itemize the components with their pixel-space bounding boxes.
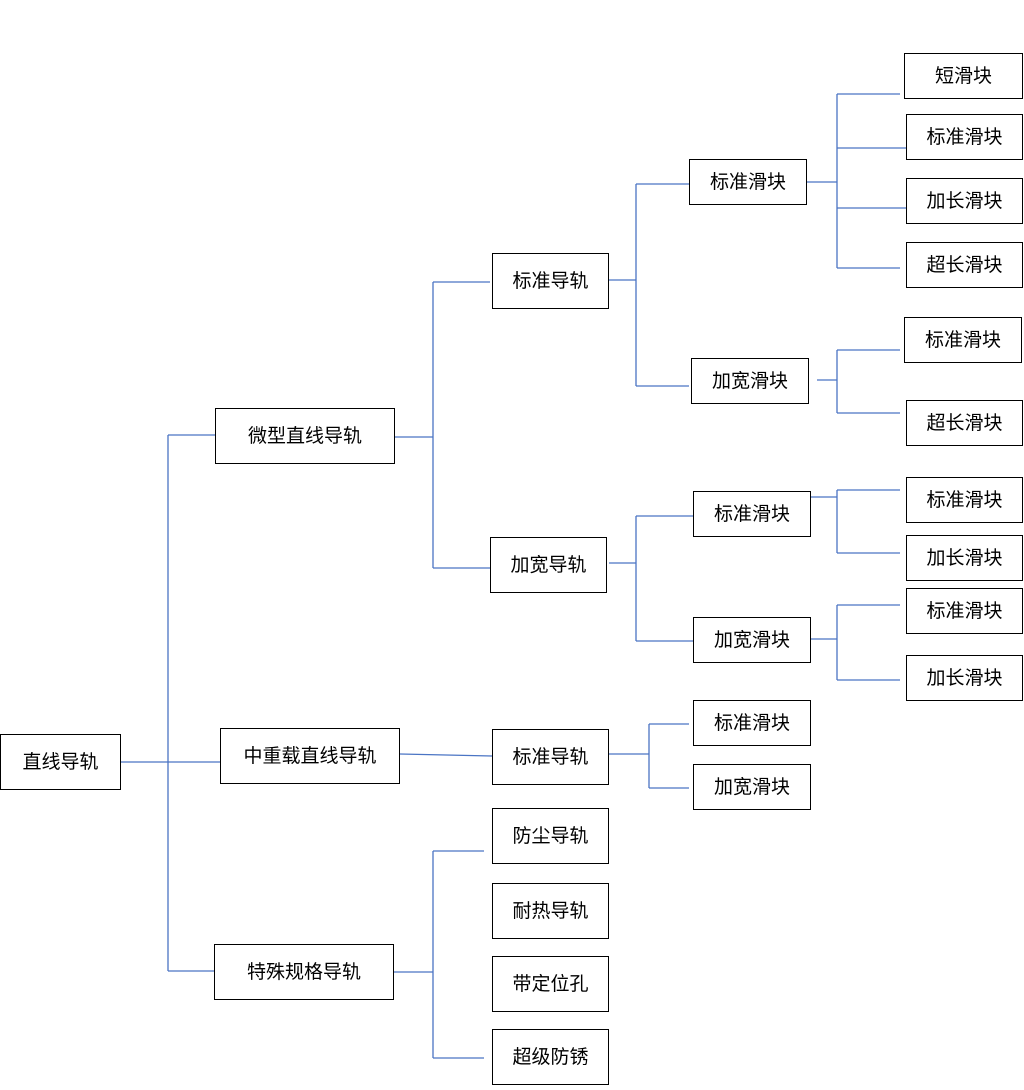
node-leaf-long-block-4: 加长滑块	[906, 655, 1023, 701]
node-special-anti-rust: 超级防锈	[492, 1029, 609, 1085]
node-mini-standard-rail: 标准导轨	[492, 253, 609, 309]
node-special-heat-resistant: 耐热导轨	[492, 883, 609, 939]
node-special-locating-hole: 带定位孔	[492, 956, 609, 1012]
node-leaf-standard-block-2: 标准滑块	[904, 317, 1022, 363]
node-mini-wide-rail-wide-block: 加宽滑块	[693, 617, 811, 663]
node-special-dustproof: 防尘导轨	[492, 808, 609, 864]
node-leaf-standard-block-4: 标准滑块	[906, 588, 1023, 634]
node-heavy-std-block: 标准滑块	[693, 700, 811, 746]
node-heavy-wide-block: 加宽滑块	[693, 764, 811, 810]
node-heavy-standard-rail: 标准导轨	[492, 729, 609, 785]
node-leaf-standard-block-1: 标准滑块	[906, 114, 1023, 160]
node-heavy-guide: 中重载直线导轨	[220, 728, 400, 784]
node-leaf-extra-long-block-1: 超长滑块	[906, 242, 1023, 288]
node-mini-wide-rail: 加宽导轨	[490, 537, 607, 593]
node-mini-std-rail-std-block: 标准滑块	[689, 159, 807, 205]
node-miniature-guide: 微型直线导轨	[215, 408, 395, 464]
node-short-block: 短滑块	[904, 53, 1023, 99]
node-leaf-long-block-3: 加长滑块	[906, 535, 1023, 581]
node-leaf-standard-block-3: 标准滑块	[906, 477, 1023, 523]
node-linear-guide: 直线导轨	[0, 734, 121, 790]
node-special-guide: 特殊规格导轨	[214, 944, 394, 1000]
node-leaf-long-block-1: 加长滑块	[906, 178, 1023, 224]
node-mini-std-rail-wide-block: 加宽滑块	[691, 358, 809, 404]
connector-line	[399, 753, 493, 757]
node-leaf-extra-long-block-2: 超长滑块	[906, 400, 1023, 446]
node-mini-wide-rail-std-block: 标准滑块	[693, 491, 811, 537]
